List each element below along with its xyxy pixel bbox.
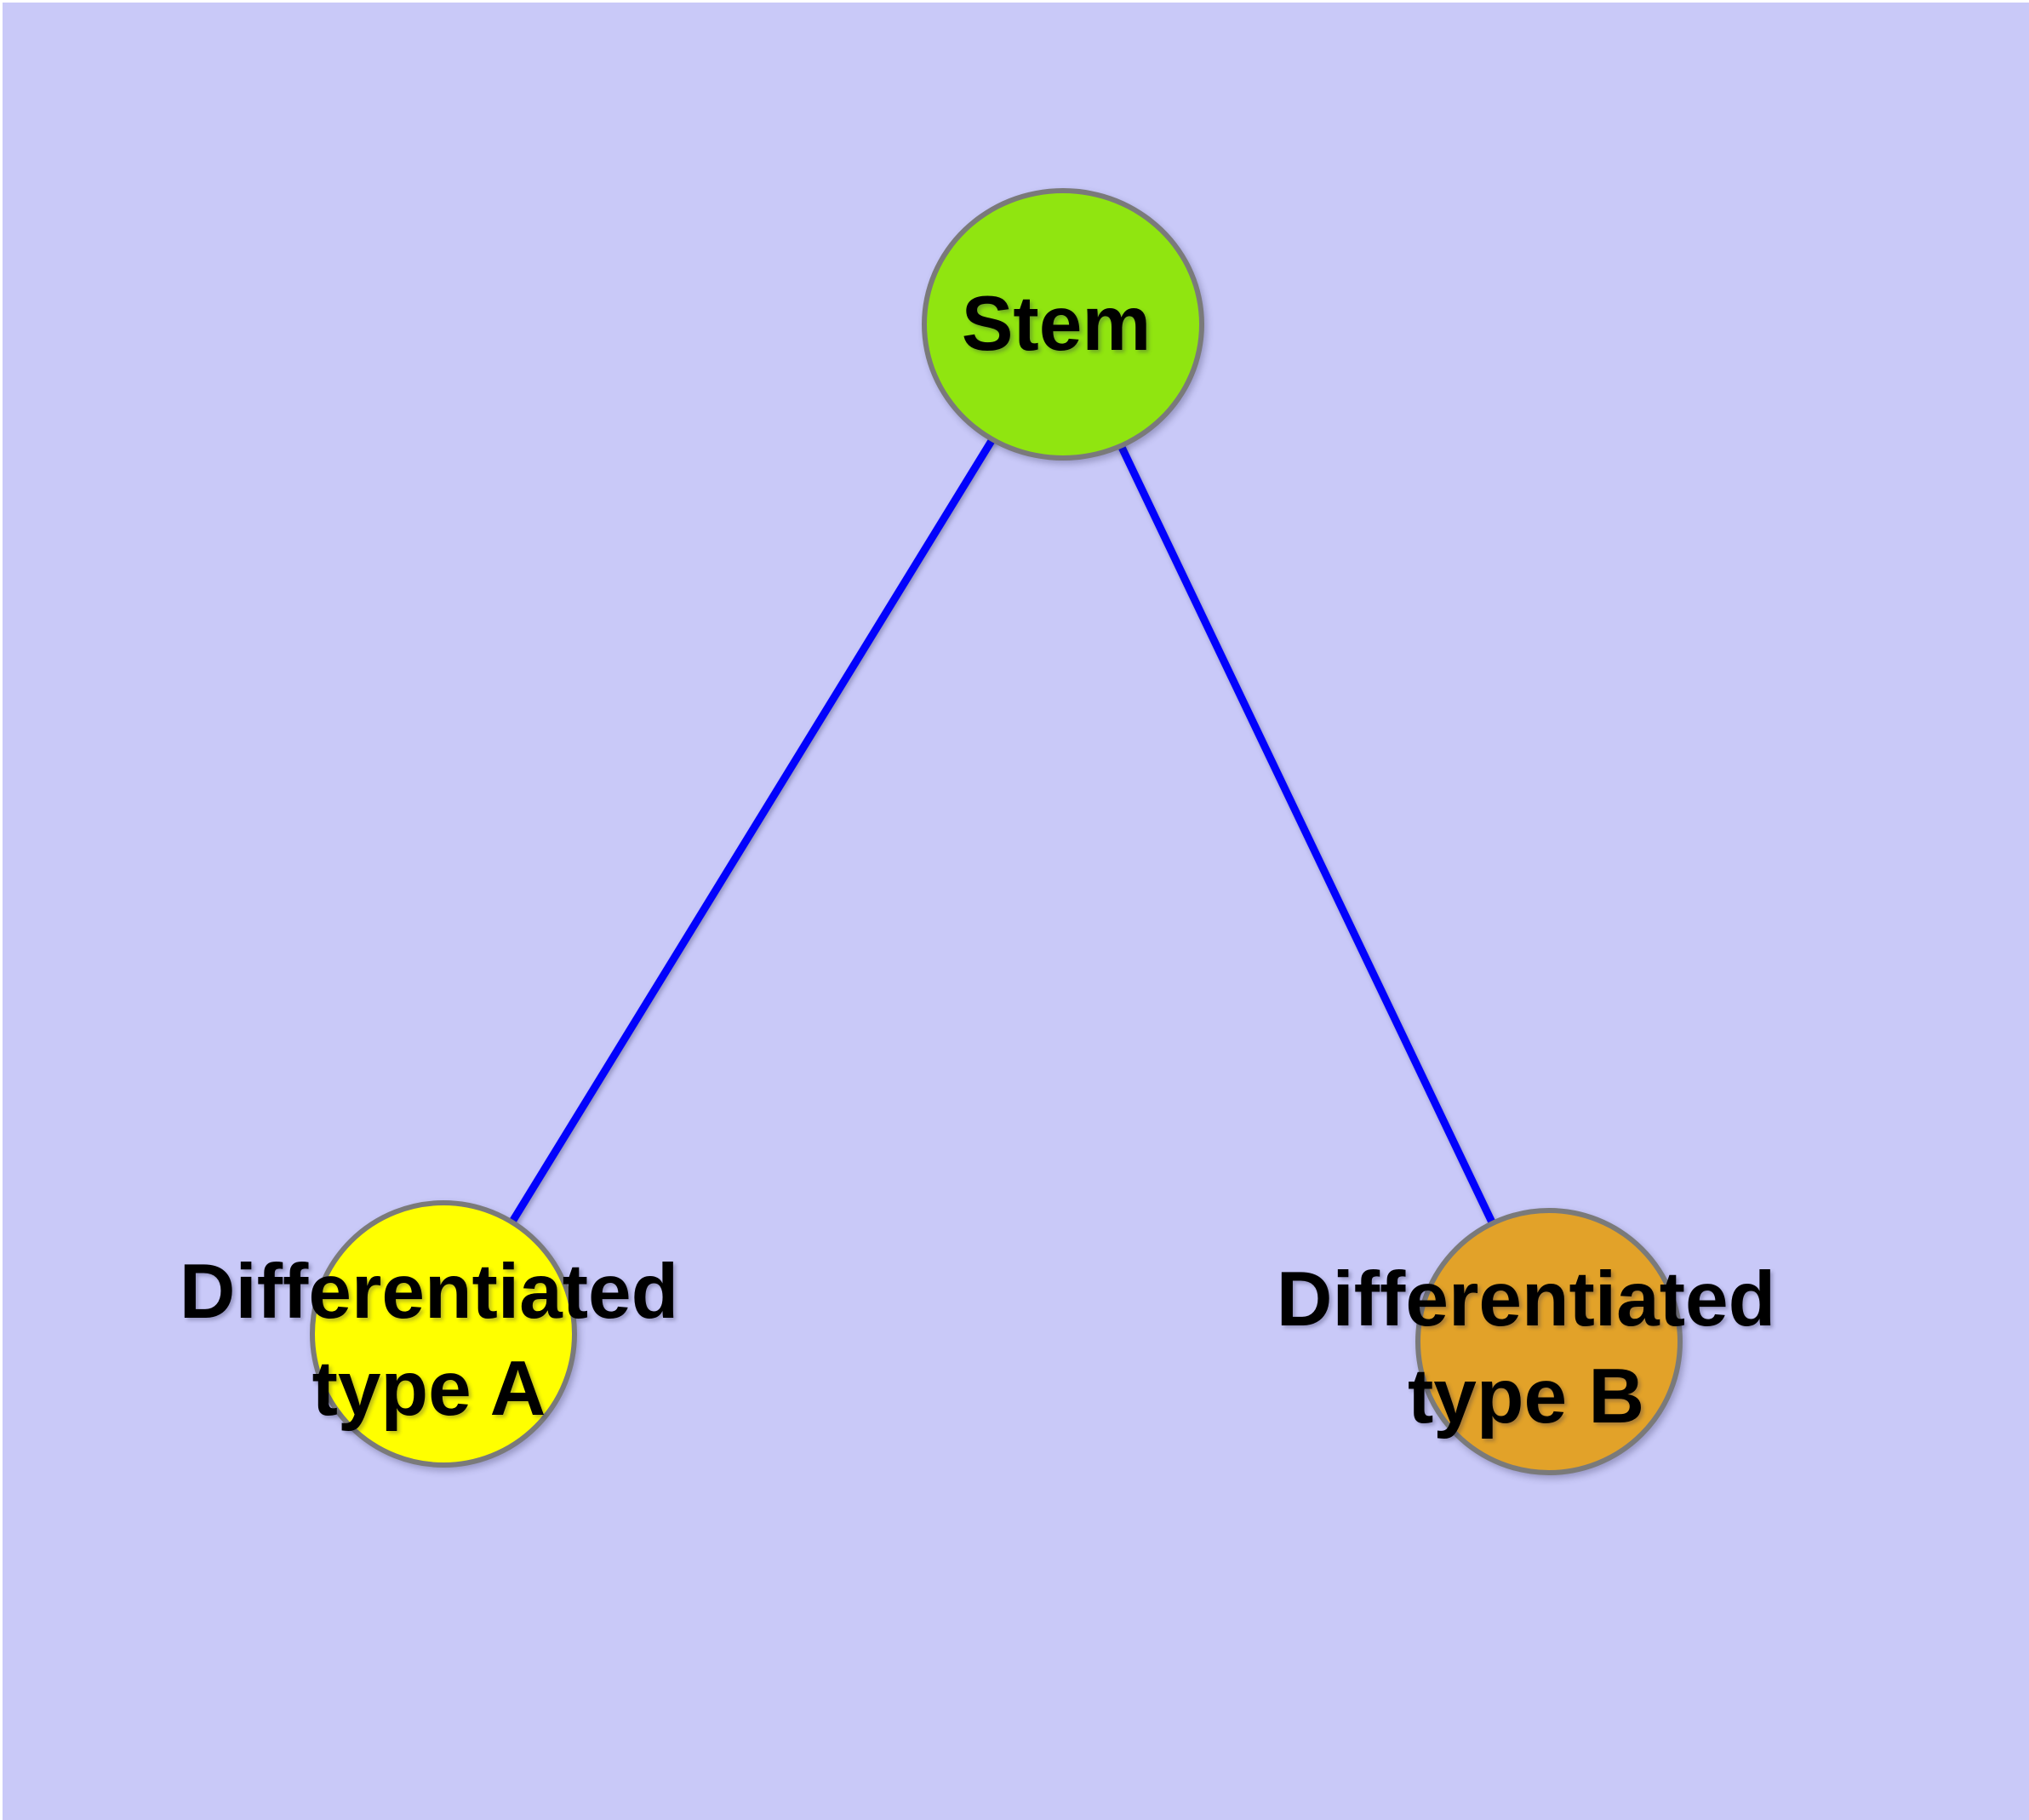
node-type-b-label: Differentiated type B [1276,1256,1776,1439]
node-type-a-circle [310,1200,577,1468]
edge-stem-to-type-b [1059,323,1553,1343]
edge-layer [440,322,1553,1343]
edge-stem-to-type-a [440,322,1066,1336]
node-stem-circle [922,188,1204,461]
node-stem-label: Stem [961,281,1152,367]
node-type-a-label: Differentiated type A [179,1249,679,1432]
node-type-b-circle [1415,1208,1683,1475]
